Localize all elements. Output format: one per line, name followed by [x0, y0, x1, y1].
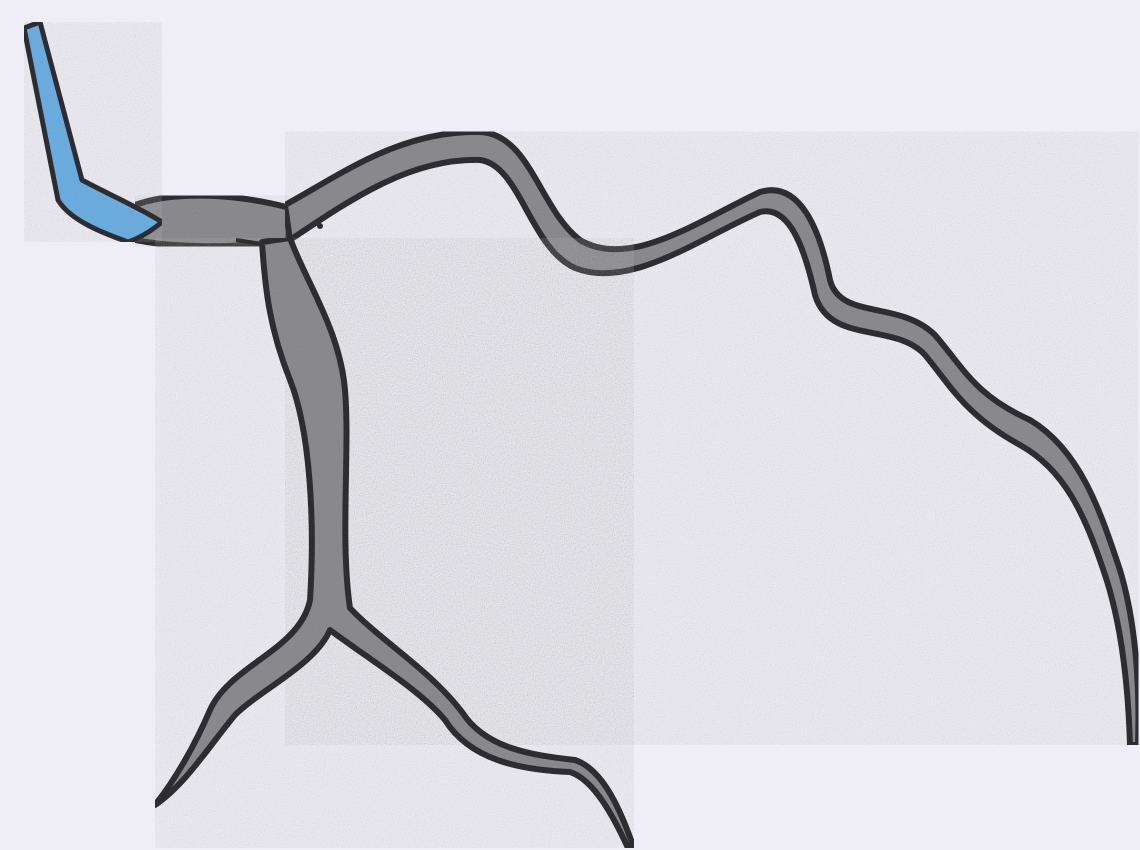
ink-dot: [317, 223, 323, 229]
